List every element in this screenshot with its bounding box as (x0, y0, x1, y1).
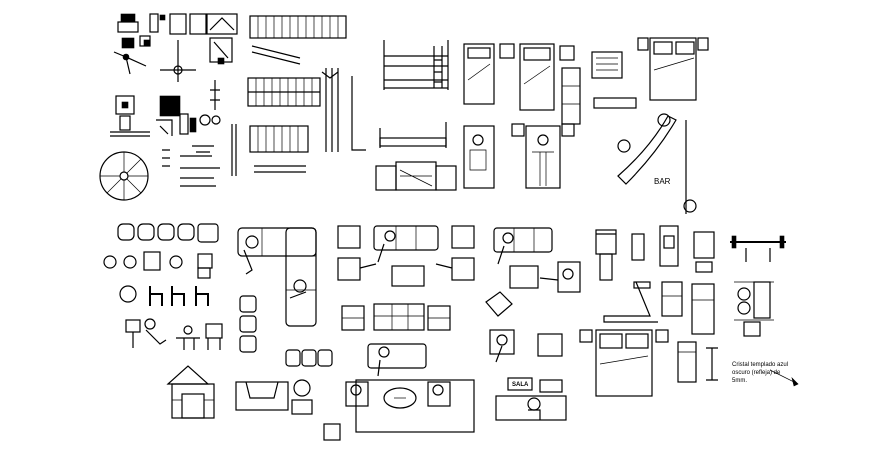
sala-label: SALA (512, 382, 529, 388)
sofa-elevation-set (341, 303, 451, 331)
single-bed-plans (463, 43, 581, 125)
small-fixtures-group (162, 145, 220, 187)
glass-note: Cristal templado azul oscuro (refleja) d… (732, 362, 799, 387)
spiral-staircase (99, 151, 149, 201)
bunk-bed-elevation (383, 40, 449, 90)
living-set-upper (337, 225, 475, 287)
chair-rows-group (103, 223, 223, 350)
bed-elevation-low (379, 122, 447, 148)
fireplace-plan (235, 379, 341, 441)
armchair-plans: SALA (489, 329, 567, 421)
double-bed-plan (579, 329, 718, 397)
living-set-lower (345, 343, 475, 433)
railing-elevations-group (247, 15, 366, 173)
sectional-sofa-plan (237, 227, 333, 367)
bed-with-person-plans (463, 123, 575, 189)
bedroom-furniture-group (591, 37, 709, 109)
glass-note-line3: 5mm. (732, 378, 747, 384)
bar-label: BAR (654, 177, 671, 186)
fireplace-elevation (166, 365, 215, 419)
sofa-person-plan (485, 227, 581, 317)
bedside-set-elevation (375, 161, 457, 191)
multi-gym-station (734, 281, 774, 337)
gym-equipment-group (595, 225, 786, 337)
appliance-blocks-group (110, 13, 238, 176)
glass-note-line2: oscuro (refleja) de (732, 370, 781, 376)
glass-note-line1: Cristal templado azul (732, 362, 788, 368)
bar-counter-plan: BAR (617, 113, 697, 214)
